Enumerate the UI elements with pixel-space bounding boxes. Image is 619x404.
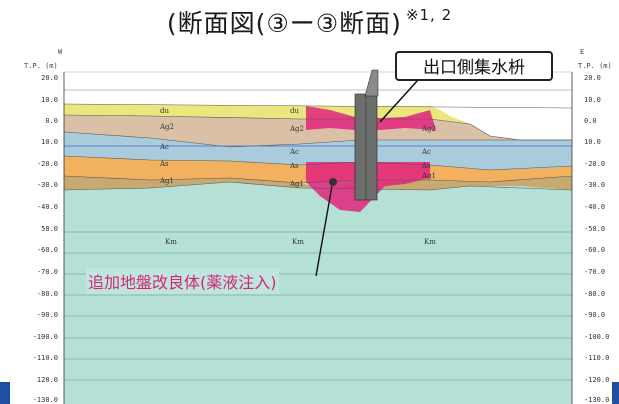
- left-tick: -60.0: [36, 246, 58, 254]
- right-tick: -110.0: [584, 354, 610, 362]
- left-tick: -20.0: [36, 160, 58, 168]
- left-tick: -70.0: [36, 268, 58, 276]
- left-tick: 20.0: [41, 74, 58, 82]
- right-tick: -50.0: [584, 225, 606, 233]
- right-tick: -40.0: [584, 203, 606, 211]
- layer-boundaries: [63, 103, 573, 191]
- layer-label-ac: Ac: [160, 143, 169, 151]
- left-tick: -130.0: [32, 396, 58, 404]
- left-tick: -30.0: [36, 181, 58, 189]
- left-tick: 0.0: [45, 117, 58, 125]
- layer-label-km: Km: [424, 238, 436, 246]
- elevation-grid: [64, 89, 572, 381]
- layer-ag2-fill: [64, 115, 572, 147]
- layer-label-du: du: [160, 107, 169, 115]
- layer-label-as: As: [422, 162, 431, 170]
- left-tick: 10.0: [41, 96, 58, 104]
- layer-label-ag2: Ag2: [160, 123, 174, 131]
- left-tick: -40.0: [36, 203, 58, 211]
- injection-point-marker: [329, 178, 337, 186]
- right-tick: -20.0: [584, 160, 606, 168]
- right-direction-label: E: [580, 48, 585, 56]
- improvement-leader: [315, 185, 333, 277]
- right-tick: -30.0: [584, 181, 606, 189]
- section-title: (断面図(③ー③断面)※1, 2: [0, 4, 619, 40]
- pit-upper-structure: [364, 69, 379, 97]
- right-tick: -120.0: [584, 376, 610, 384]
- layer-label-ag1: Ag1: [290, 180, 304, 188]
- right-tick: 10.0: [584, 138, 601, 146]
- layer-label-as: As: [290, 162, 299, 170]
- right-edge-bar: [612, 382, 619, 404]
- section-title-text: (断面図(③ー③断面): [166, 9, 402, 38]
- layer-label-as: As: [160, 160, 169, 168]
- right-tick: -130.0: [584, 396, 610, 404]
- right-tick: -90.0: [584, 311, 606, 319]
- layer-label-ac: Ac: [422, 148, 431, 156]
- callout-leader: [379, 79, 419, 123]
- layer-label-ag1: Ag1: [160, 177, 174, 185]
- right-tick: 0.0: [584, 117, 597, 125]
- left-tick: -90.0: [36, 311, 58, 319]
- layer-label-km: Km: [165, 238, 177, 246]
- layer-label-ac: Ac: [290, 148, 299, 156]
- layer-label-ag1: Ag1: [422, 172, 436, 180]
- left-unit-label: T.P. (m): [24, 62, 58, 70]
- left-tick: 50.0: [41, 225, 58, 233]
- layer-label-km: Km: [292, 238, 304, 246]
- collection-pit-callout: 出口側集水枡: [395, 51, 553, 81]
- left-edge-bar: [0, 382, 10, 404]
- layer-label-ag2: Ag2: [422, 125, 436, 133]
- left-tick: -80.0: [36, 290, 58, 298]
- left-tick: -100.0: [32, 333, 58, 341]
- layer-label-du: du: [290, 107, 299, 115]
- right-tick: -60.0: [584, 246, 606, 254]
- right-unit-label: T.P. (m): [578, 62, 612, 70]
- right-tick: -80.0: [584, 290, 606, 298]
- left-tick: -110.0: [32, 354, 58, 362]
- right-tick: 20.0: [584, 74, 601, 82]
- left-tick: 10.0: [41, 138, 58, 146]
- right-tick: -100.0: [584, 333, 610, 341]
- left-tick: 120.0: [36, 376, 58, 384]
- layer-ag1-fill: [64, 176, 572, 190]
- right-tick: -70.0: [584, 268, 606, 276]
- footnote-ref: ※1, 2: [405, 6, 453, 24]
- improvement-label: 追加地盤改良体(薬液注入): [86, 268, 279, 294]
- left-direction-label: W: [58, 48, 63, 56]
- right-tick: 10.0: [584, 96, 601, 104]
- layer-label-ag2: Ag2: [290, 125, 304, 133]
